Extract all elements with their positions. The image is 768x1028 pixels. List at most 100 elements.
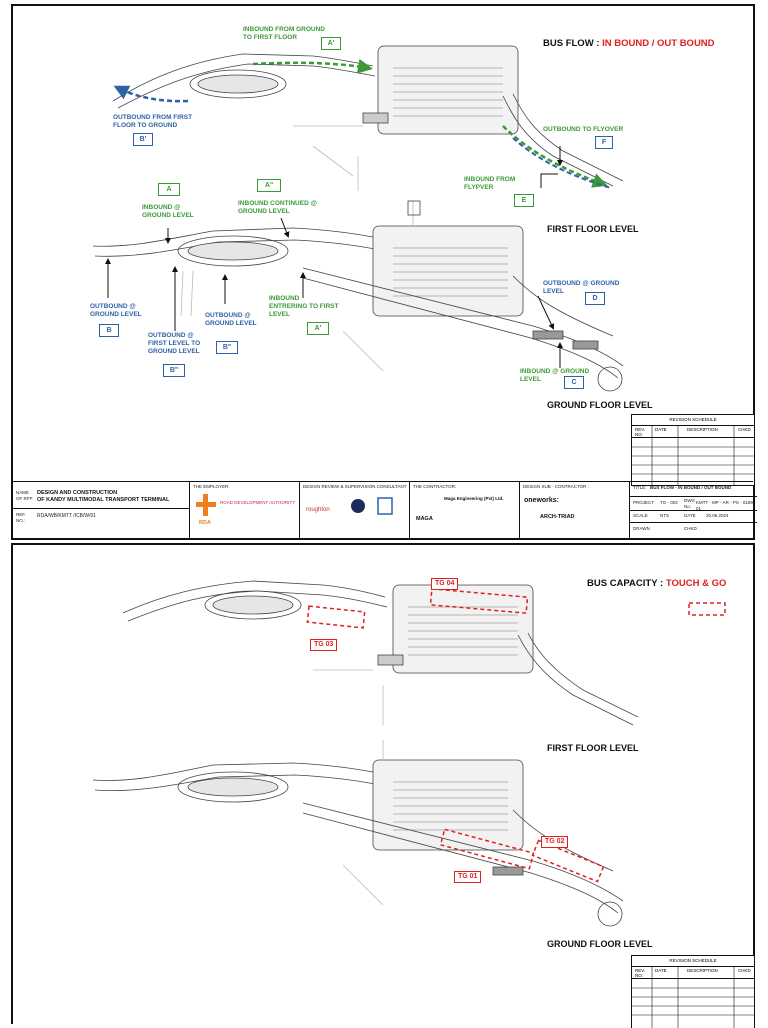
rda-logo-text: RDA — [199, 520, 211, 526]
marker-a-dprime: A" — [257, 179, 281, 192]
name-label: NAME OF RFP — [16, 490, 33, 501]
consultant-cell: DESIGN REVIEW & SUPERVISION CONSULTANT r… — [300, 482, 410, 538]
drawing-info-cell: TITLE: BUS FLOW - IN BOUND / OUT BOUND P… — [630, 482, 757, 538]
tg03-label: TG 03 — [310, 639, 338, 651]
first-floor-plan-2 — [122, 580, 639, 726]
title-highlight: IN BOUND / OUT BOUND — [602, 38, 715, 49]
annotation-inbound-from-flyover: INBOUND FROM FLYPVER — [464, 176, 516, 191]
ground-floor-plan — [92, 200, 624, 392]
subcontractor-label: DESIGN SUB - CONTRACTOR : — [523, 484, 589, 489]
consultant-logo: roughton — [306, 507, 330, 513]
tg03-zone — [306, 605, 366, 629]
ref-value: RDA/WB/KMTT /ICB/W/01 — [37, 513, 97, 519]
col-date-2: DATE — [655, 968, 667, 973]
site-plan-drawing-2 — [92, 580, 726, 927]
chkd-label: CHKD — [684, 526, 697, 531]
revision-columns: REV. NO. DATE DESCRIPTION CHKD — [632, 425, 754, 438]
contractor-label: THE CONTRACTOR: — [413, 484, 457, 489]
drawing-sheet-bus-capacity: BUS CAPACITY : TOUCH & GO FIRST FLOOR LE… — [11, 543, 755, 1028]
consultant-label: DESIGN REVIEW & SUPERVISION CONSULTANT — [303, 484, 407, 489]
marker-a-prime-bottom: A' — [307, 322, 329, 335]
tg04-label: TG 04 — [431, 578, 459, 590]
marker-e: E — [514, 194, 534, 207]
title-highlight-2: TOUCH & GO — [665, 578, 727, 589]
title-value: BUS FLOW - IN BOUND / OUT BOUND — [650, 485, 732, 490]
col-date: DATE — [655, 427, 667, 432]
tg02-zone — [531, 839, 605, 883]
annotation-inbound-entering-first: INBOUND ENTRERING TO FIRST LEVEL — [269, 295, 339, 318]
scale-value: NTS — [660, 513, 669, 518]
marker-b-prime-top: B' — [133, 133, 153, 146]
annotation-outbound-ground-left: OUTBOUND @ GROUND LEVEL — [90, 303, 142, 318]
title-prefix-2: BUS CAPACITY : — [587, 578, 666, 589]
date-label: DATE — [684, 513, 696, 518]
project-label: PROJECT — [633, 500, 655, 505]
col-description: DESCRIPTION — [687, 427, 718, 432]
revision-grid — [632, 425, 754, 485]
contractor-logo: MAGA — [416, 516, 433, 522]
marker-a: A — [158, 183, 180, 196]
annotation-inbound-ground-right: INBOUND @ GROUND LEVEL — [520, 368, 590, 383]
col-rev-2: REV. NO. — [635, 968, 646, 978]
col-description-2: DESCRIPTION — [687, 968, 718, 973]
drawn-label: DRAWN — [633, 526, 650, 531]
col-rev: REV. NO. — [635, 427, 646, 437]
first-floor-level-label-2: FIRST FLOOR LEVEL — [547, 743, 639, 753]
ground-floor-level-label-2: GROUND FLOOR LEVEL — [547, 939, 653, 949]
annotation-inbound-continued: INBOUND CONTINUED @ GROUND LEVEL — [238, 200, 317, 215]
tg01-zone — [439, 828, 535, 870]
annotation-outbound-ground-mid: OUTBOUND @ GROUND LEVEL — [205, 312, 257, 327]
annotation-inbound-ground-level: INBOUND @ GROUND LEVEL — [142, 204, 194, 219]
consultant-logo-icon — [351, 497, 393, 515]
employer-name: ROAD DEVELOPMENT AUTHORITY — [220, 500, 296, 505]
drawing-sheet-bus-flow: BUS FLOW : IN BOUND / OUT BOUND FIRST FL… — [11, 4, 757, 540]
marker-a-prime-top: A' — [321, 37, 341, 50]
ref-label: REF. NO.: — [16, 512, 26, 523]
legend-dashed-box — [688, 602, 726, 616]
title-prefix: BUS FLOW : — [543, 38, 603, 49]
marker-b: B — [99, 324, 119, 337]
marker-d: D — [585, 292, 605, 305]
ground-floor-level-label: GROUND FLOOR LEVEL — [547, 400, 653, 410]
marker-c: C — [564, 376, 584, 389]
annotation-inbound-ground-to-first: INBOUND FROM GROUND TO FIRST FLOOR — [243, 26, 325, 41]
inbound-route-line — [252, 58, 373, 74]
revision-grid-2 — [632, 966, 754, 1028]
oneworks-logo: oneworks: — [524, 497, 560, 504]
col-chkd: CHKD — [738, 427, 751, 432]
archtriad-logo: ARCH-TRIAD — [540, 514, 575, 520]
annotation-outbound-ground-right: OUTBOUND @ GROUND LEVEL — [543, 280, 620, 295]
revision-schedule: REVISION SCHEDULE REV. NO. DATE DESCRIPT… — [631, 414, 755, 486]
contractor-cell: THE CONTRACTOR: Maga Engineering (Pvt) L… — [410, 482, 520, 538]
marker-b-dprime-1: B" — [163, 364, 185, 377]
site-plan-drawing — [92, 45, 624, 392]
scale-label: SCALE — [633, 513, 648, 518]
tg01-label: TG 01 — [454, 871, 482, 883]
outbound-flyover-line — [502, 125, 608, 188]
first-floor-plan — [112, 45, 624, 191]
revision-header: REVISION SCHEDULE — [632, 415, 754, 426]
title-label: TITLE: — [633, 485, 647, 490]
employer-label: THE EMPLOYER: — [193, 484, 230, 489]
sheet-title-2: BUS CAPACITY : TOUCH & GO — [587, 578, 726, 589]
subcontractor-cell: DESIGN SUB - CONTRACTOR : oneworks: ARCH… — [520, 482, 630, 538]
annotation-outbound-first-to-ground: OUTBOUND FROM FIRST FLOOR TO GROUND — [113, 114, 193, 129]
marker-f: F — [595, 136, 613, 149]
ground-floor-plan-2 — [92, 740, 624, 927]
title-block: NAME OF RFP DESIGN AND CONSTRUCTION OF K… — [13, 481, 757, 538]
tg02-label: TG 02 — [541, 836, 569, 848]
project-value: TG - 002 — [660, 500, 678, 505]
outbound-route-line — [113, 85, 189, 103]
revision-columns-2: REV. NO. DATE DESCRIPTION CHKD — [632, 966, 754, 979]
rda-logo-icon — [196, 494, 216, 516]
annotation-outbound-first-to-ground-level: OUTBOUND @ FIRST LEVEL TO GROUND LEVEL — [148, 332, 201, 355]
flyover-secondary-line — [512, 137, 612, 189]
dwg-label: DWG No. — [684, 498, 695, 509]
contractor-name: Maga Engineering (Pvt) Ltd. — [444, 496, 504, 501]
touch-go-zones — [306, 588, 726, 883]
annotation-outbound-to-flyover: OUTBOUND TO FLYOVER — [543, 126, 624, 133]
employer-cell: THE EMPLOYER: ROAD DEVELOPMENT AUTHORITY… — [190, 482, 300, 538]
first-floor-level-label: FIRST FLOOR LEVEL — [547, 224, 639, 234]
revision-schedule-2: REVISION SCHEDULE REV. NO. DATE DESCRIPT… — [631, 955, 755, 1028]
sheet-title: BUS FLOW : IN BOUND / OUT BOUND — [543, 38, 715, 49]
